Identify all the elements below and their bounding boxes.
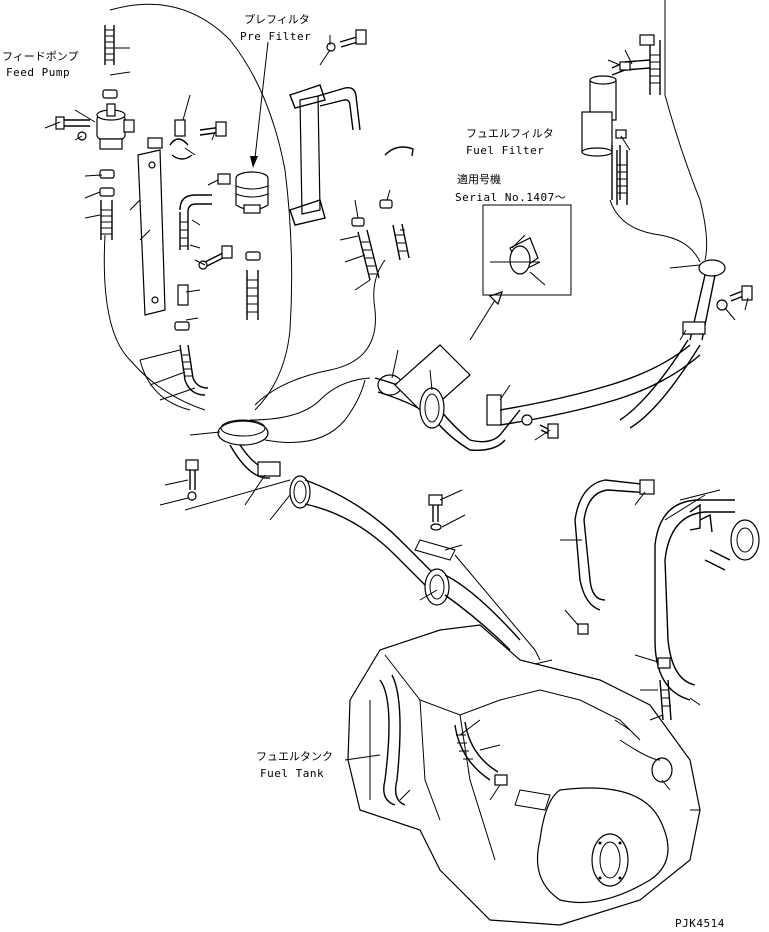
serial-label-en: Serial No.1407～: [455, 191, 566, 204]
drawing-code: PJK4514: [675, 917, 725, 930]
fuel-filter: [581, 0, 753, 429]
fuel-filter-label-en: Fuel Filter: [466, 144, 544, 157]
leader-lines: [44, 35, 749, 811]
fuel-filter-label-jp: フュエルフィルタ: [466, 127, 554, 140]
pre-filter: [235, 41, 269, 320]
fuel-tank: [347, 624, 701, 926]
fuel-tank-label-en: Fuel Tank: [260, 767, 324, 780]
middle-hose-run: [374, 204, 701, 651]
center-pipe-assembly: [103, 3, 441, 591]
feed-pump-label-jp: フィードポンプ: [2, 50, 78, 63]
feed-pump-label-en: Feed Pump: [6, 66, 70, 79]
serial-label-jp: 適用号機: [457, 172, 501, 186]
pre-filter-label-en: Pre Filter: [240, 30, 311, 43]
fuel-tank-label-jp: フュエルタンク: [256, 750, 333, 763]
filler-pipe: [574, 479, 760, 783]
pre-filter-label-jp: プレフィルタ: [244, 13, 310, 26]
fuel-tank-leader: [344, 754, 381, 761]
feed-pump-assembly: [55, 25, 233, 396]
